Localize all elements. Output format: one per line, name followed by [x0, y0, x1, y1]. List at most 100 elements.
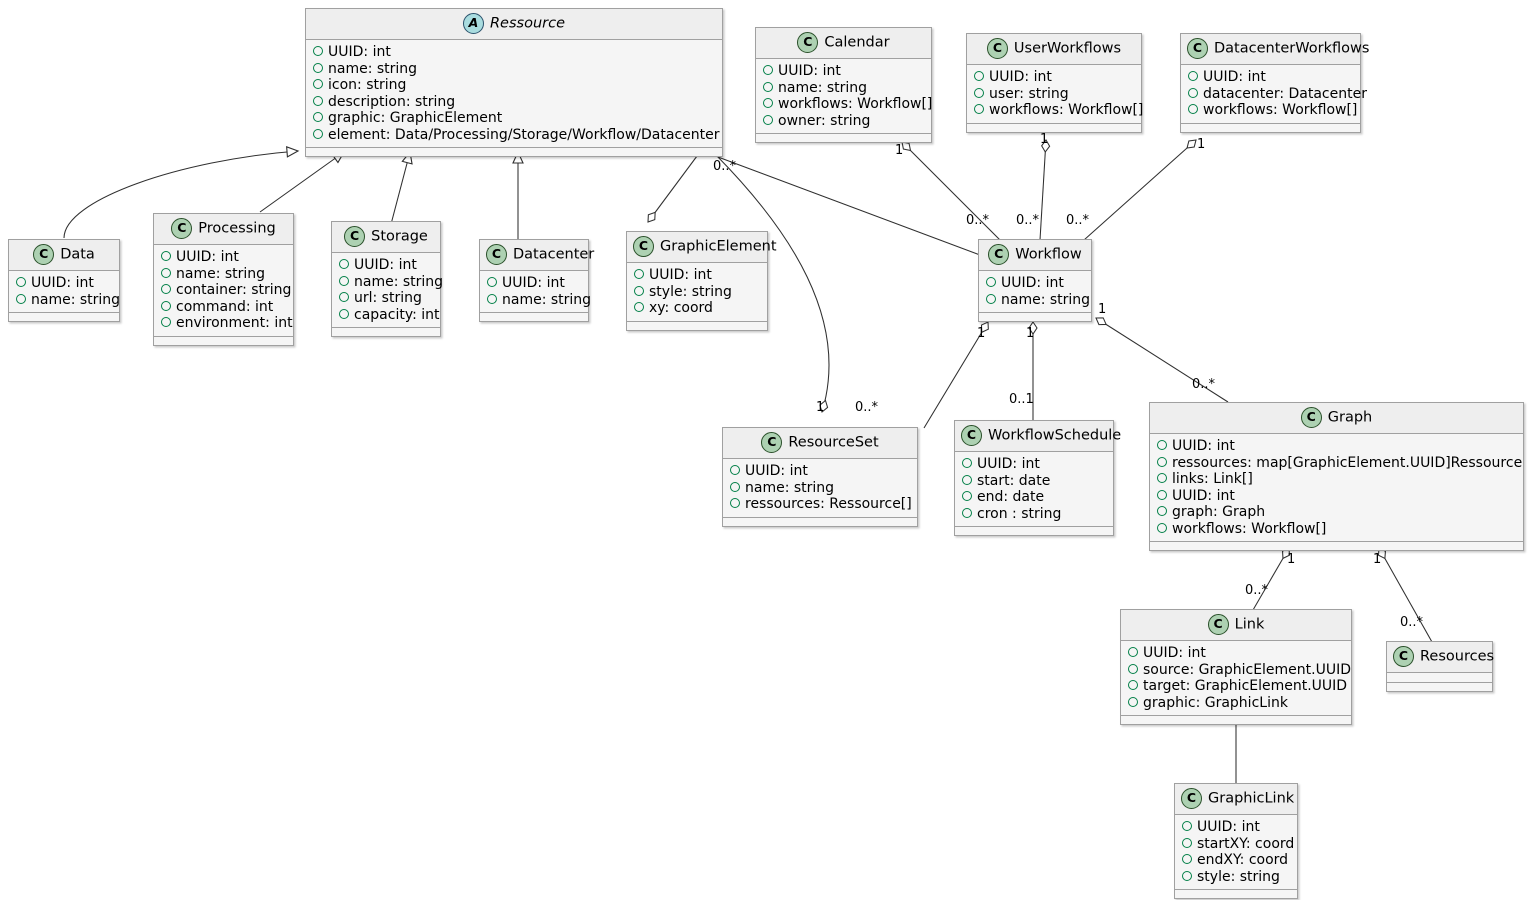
class-stereotype-icon: C	[344, 226, 366, 247]
visibility-public-icon	[1188, 104, 1198, 114]
class-methods-workflowschedule	[955, 526, 1113, 535]
visibility-public-icon	[1182, 854, 1192, 864]
visibility-public-icon	[634, 285, 644, 296]
edge-processing-ressource	[259, 151, 346, 213]
class-name-data: Data	[60, 246, 95, 263]
multiplicity-workflow-datacenter: 0..*	[1066, 213, 1090, 228]
visibility-public-icon	[161, 300, 171, 311]
visibility-public-icon	[339, 292, 349, 302]
class-methods-graphicelement	[627, 320, 767, 330]
class-methods-storage	[332, 327, 440, 336]
class-stereotype-icon: C	[1300, 407, 1322, 428]
visibility-public-icon	[962, 458, 972, 468]
attribute-row: url: string	[339, 290, 434, 307]
class-methods-data	[9, 312, 119, 321]
class-stereotype-icon: C	[797, 32, 819, 53]
visibility-public-icon	[962, 474, 972, 485]
class-stereotype-icon: C	[1181, 788, 1202, 809]
visibility-public-icon	[962, 491, 972, 501]
class-stereotype-icon: C	[988, 244, 1010, 265]
class-attributes-graphiclink: UUID: int startXY: coord endXY: coord st…	[1175, 815, 1297, 889]
edge-userworkflows-workflow	[1039, 139, 1051, 241]
class-attributes-workflow: UUID: int name: string	[979, 271, 1091, 312]
attribute-row: UUID: int	[1157, 438, 1517, 455]
attribute-row: ressources: map[GraphicElement.UUID]Ress…	[1157, 455, 1522, 472]
attribute-row: container: string	[161, 282, 291, 299]
class-methods-resourceset	[723, 516, 917, 526]
class-methods-processing	[154, 335, 293, 345]
visibility-public-icon	[161, 284, 171, 294]
attribute-row: UUID: int	[962, 456, 1107, 473]
attribute-row: workflows: Workflow[]	[763, 96, 932, 113]
visibility-public-icon	[962, 507, 972, 518]
attribute-row: startXY: coord	[1182, 836, 1294, 853]
multiplicity-resourceset-workflow: 0..*	[855, 400, 879, 415]
visibility-public-icon	[730, 465, 740, 475]
class-name-graphicelement: GraphicElement	[660, 238, 777, 255]
class-attributes-link: UUID: int source: GraphicElement.UUID ta…	[1121, 641, 1351, 715]
attribute-row: name: string	[339, 274, 443, 291]
attribute-row: graphic: GraphicLink	[1128, 695, 1345, 712]
edge-storage-ressource	[389, 150, 413, 229]
visibility-public-icon	[1182, 821, 1192, 831]
visibility-public-icon	[1182, 870, 1192, 881]
class-name-datacenter: Datacenter	[513, 246, 595, 263]
multiplicity-resourceset-ressource: 1	[816, 400, 825, 415]
class-header-storage: C Storage	[332, 222, 440, 253]
attribute-row: UUID: int	[1188, 69, 1354, 86]
visibility-public-icon	[161, 267, 171, 278]
class-name-datacenterworkflows: DatacenterWorkflows	[1214, 40, 1370, 57]
attribute-row: name: string	[16, 292, 120, 309]
visibility-public-icon	[313, 128, 323, 139]
multiplicity-ressource-graphicelement: 0..*	[713, 159, 737, 174]
class-attributes-workflowschedule: UUID: int start: date end: date cron : s…	[955, 452, 1113, 526]
attribute-row: UUID: int	[986, 275, 1085, 292]
class-stereotype-icon: C	[486, 244, 507, 265]
visibility-public-icon	[974, 71, 984, 81]
visibility-public-icon	[1157, 489, 1167, 500]
multiplicity-graph-resources-many: 0..*	[1400, 615, 1424, 630]
multiplicity-userworkflows-workflow: 1	[1040, 132, 1049, 147]
attribute-row: links: Link[]	[1157, 471, 1517, 488]
visibility-public-icon	[1128, 696, 1138, 707]
multiplicity-workflow-resourceset: 1	[977, 326, 986, 341]
multiplicity-workflow-graph: 1	[1098, 302, 1107, 317]
visibility-public-icon	[1157, 506, 1167, 516]
edge-ressource-graphicelement	[647, 151, 701, 223]
multiplicity-graph-link-1: 1	[1287, 552, 1296, 567]
class-attributes-data: UUID: int name: string	[9, 271, 120, 312]
class-methods-workflow	[979, 312, 1091, 321]
class-methods-ressource	[306, 147, 722, 156]
visibility-public-icon	[634, 269, 644, 279]
visibility-public-icon	[487, 293, 497, 304]
attribute-row: name: string	[986, 292, 1090, 309]
multiplicity-datacenterworkflows-workflow: 1	[1197, 137, 1206, 152]
class-stereotype-icon: C	[986, 38, 1008, 59]
visibility-public-icon	[763, 65, 773, 75]
class-methods-datacenterworkflows	[1181, 122, 1360, 132]
class-name-resources: Resources	[1420, 648, 1495, 665]
class-name-storage: Storage	[371, 228, 428, 245]
